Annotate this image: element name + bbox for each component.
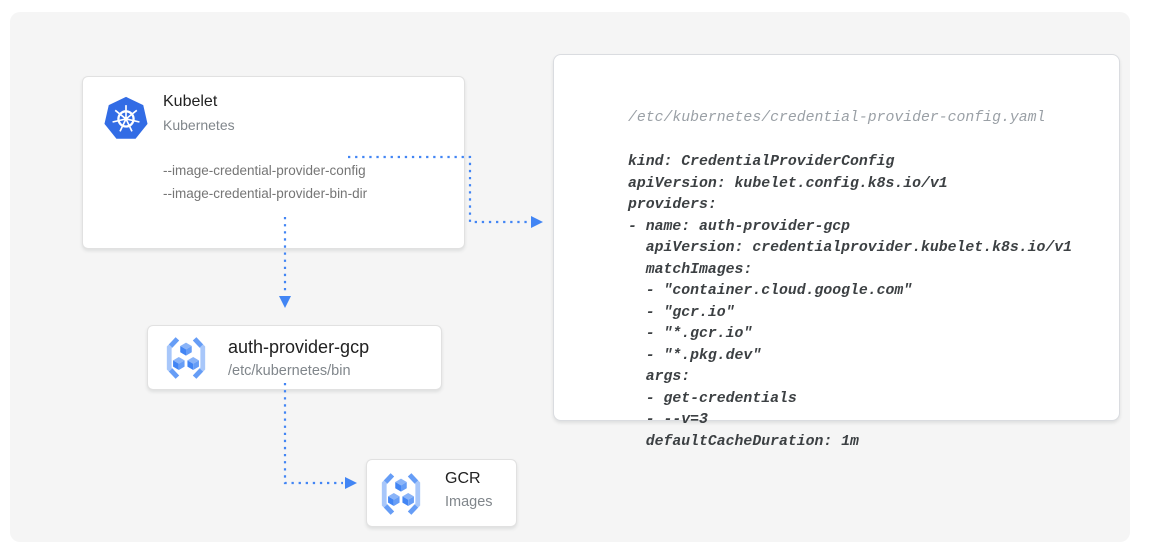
- kubelet-title: Kubelet: [163, 93, 218, 110]
- gcr-cubes-icon: [378, 471, 424, 517]
- kubelet-flag-bin-dir: --image-credential-provider-bin-dir: [163, 186, 368, 201]
- config-yaml-code: kind: CredentialProviderConfig apiVersio…: [628, 154, 1072, 450]
- auth-provider-card: auth-provider-gcp /etc/kubernetes/bin: [147, 325, 442, 390]
- kubelet-flag-config: --image-credential-provider-config: [163, 163, 366, 178]
- auth-provider-title: auth-provider-gcp: [228, 337, 370, 357]
- config-card: /etc/kubernetes/credential-provider-conf…: [553, 54, 1120, 450]
- kubelet-card: Kubelet Kubernetes --image-credential-pr…: [82, 76, 465, 249]
- kubernetes-icon: [103, 95, 149, 141]
- kubelet-flags: --image-credential-provider-config --ima…: [163, 159, 367, 205]
- gcr-cubes-icon: [163, 335, 209, 381]
- gcr-title: GCR: [445, 470, 481, 487]
- config-filename: /etc/kubernetes/credential-provider-conf…: [628, 110, 1046, 126]
- diagram-canvas: Kubelet Kubernetes --image-credential-pr…: [10, 12, 1130, 542]
- gcr-subtitle: Images: [445, 494, 493, 510]
- gcr-card: GCR Images: [366, 459, 517, 527]
- auth-provider-path: /etc/kubernetes/bin: [228, 363, 351, 379]
- kubelet-subtitle: Kubernetes: [163, 117, 235, 133]
